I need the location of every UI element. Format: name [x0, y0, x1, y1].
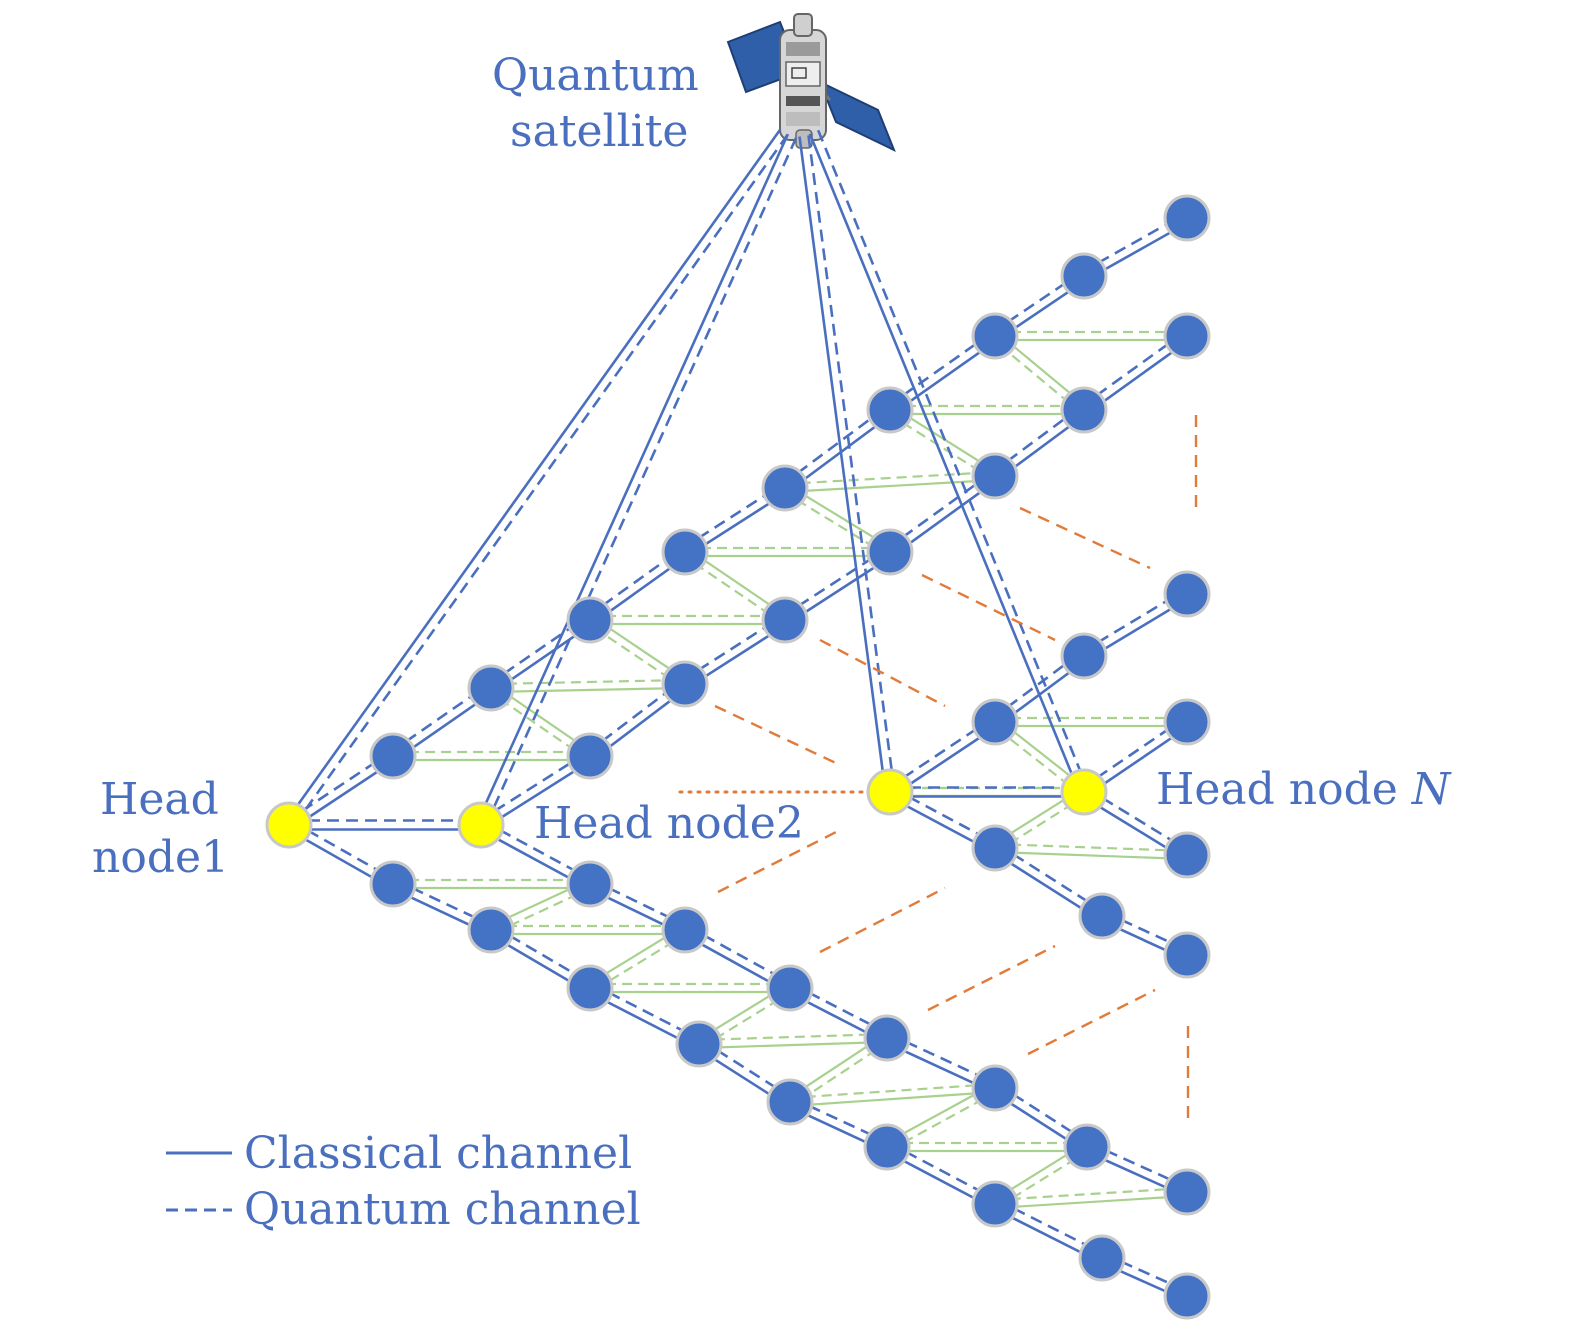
satellite-label-line2: satellite	[510, 106, 688, 157]
intra-link	[698, 1032, 887, 1042]
intra-link	[790, 1090, 996, 1108]
network-node	[1163, 1272, 1211, 1320]
network-node	[761, 464, 809, 512]
ellipsis-dash	[819, 638, 946, 708]
legend: Classical channel Quantum channel	[166, 1128, 641, 1235]
network-node	[766, 1078, 814, 1126]
ellipsis-dash	[819, 886, 946, 954]
intra-link	[699, 1040, 888, 1050]
network-node	[971, 312, 1019, 360]
network-node	[675, 1020, 723, 1068]
network-node	[566, 596, 614, 644]
network-node	[1060, 252, 1108, 300]
network-node	[1163, 312, 1211, 360]
ellipsis-dash	[927, 944, 1056, 1012]
satellite-head1-link-classical	[284, 128, 782, 824]
network-node	[661, 528, 709, 576]
network-node	[566, 964, 614, 1012]
network-node	[369, 860, 417, 908]
network-node	[1060, 386, 1108, 434]
head-nodeN	[1060, 768, 1108, 816]
network-node	[1163, 1168, 1211, 1216]
network-node	[566, 860, 614, 908]
network-node	[971, 452, 1019, 500]
network-node	[661, 906, 709, 954]
head-nodeN-label-var: N	[1411, 764, 1452, 815]
satellite-icon	[726, 13, 896, 153]
network-node	[971, 1064, 1019, 1112]
network-node	[863, 1123, 911, 1171]
intra-link	[995, 1194, 1188, 1210]
legend-quantum-label: Quantum channel	[244, 1184, 641, 1235]
network-node	[971, 824, 1019, 872]
satellite-head2-link-classical	[475, 133, 790, 824]
network-node	[766, 964, 814, 1012]
satellite-head3-link-classical	[798, 136, 887, 793]
network-node	[1063, 1123, 1111, 1171]
network-node	[971, 698, 1019, 746]
ellipsis-dash	[714, 704, 841, 767]
network-node	[971, 1180, 1019, 1228]
satellite-head2-link-quantum	[483, 137, 798, 828]
head-node1-label-line1: Head	[100, 774, 219, 825]
network-node	[1163, 931, 1211, 979]
network-node	[566, 732, 614, 780]
network-node	[863, 1014, 911, 1062]
head-node1	[265, 801, 313, 849]
intra-link	[789, 1082, 995, 1100]
intra-link	[785, 478, 996, 494]
legend-classical-label: Classical channel	[244, 1128, 632, 1179]
intra-link	[490, 678, 685, 686]
network-node	[761, 596, 809, 644]
ellipsis-dash	[1027, 988, 1156, 1056]
network-node	[866, 386, 914, 434]
intra-link	[994, 1186, 1187, 1202]
satellite-headN-link-classical	[808, 133, 1082, 795]
ellipsis-dash	[921, 573, 1056, 642]
head-node3	[866, 768, 914, 816]
network-node	[661, 660, 709, 708]
satellite-head3-link-quantum	[807, 135, 896, 792]
intra-link	[994, 850, 1187, 861]
head-node2-label: Head node2	[534, 798, 804, 849]
network-node	[369, 732, 417, 780]
satellite-label-line1: Quantum	[492, 50, 699, 101]
links-layer	[284, 128, 1198, 1302]
network-node	[1163, 194, 1211, 242]
head-node1-label-line2: node1	[92, 832, 229, 883]
nodes-layer	[265, 194, 1211, 1320]
ellipsis-dash	[1019, 506, 1151, 570]
satellite-head1-link-quantum	[291, 133, 789, 829]
intra-link	[995, 842, 1188, 853]
head-nodeN-label: Head node N	[1156, 764, 1452, 815]
network-node	[1163, 831, 1211, 879]
network-node	[1078, 1234, 1126, 1282]
network-node	[866, 528, 914, 576]
intra-link	[491, 686, 686, 694]
network-node	[1060, 632, 1108, 680]
intra-link	[784, 470, 995, 486]
network-node	[1078, 892, 1126, 940]
head-node2	[457, 801, 505, 849]
head-nodeN-label-prefix: Head node	[1156, 764, 1412, 815]
network-node	[467, 906, 515, 954]
ellipsis-dash	[717, 828, 841, 894]
satellite-headN-link-quantum	[816, 129, 1090, 791]
network-node	[467, 664, 515, 712]
network-node	[1163, 570, 1211, 618]
network-node	[1163, 698, 1211, 746]
